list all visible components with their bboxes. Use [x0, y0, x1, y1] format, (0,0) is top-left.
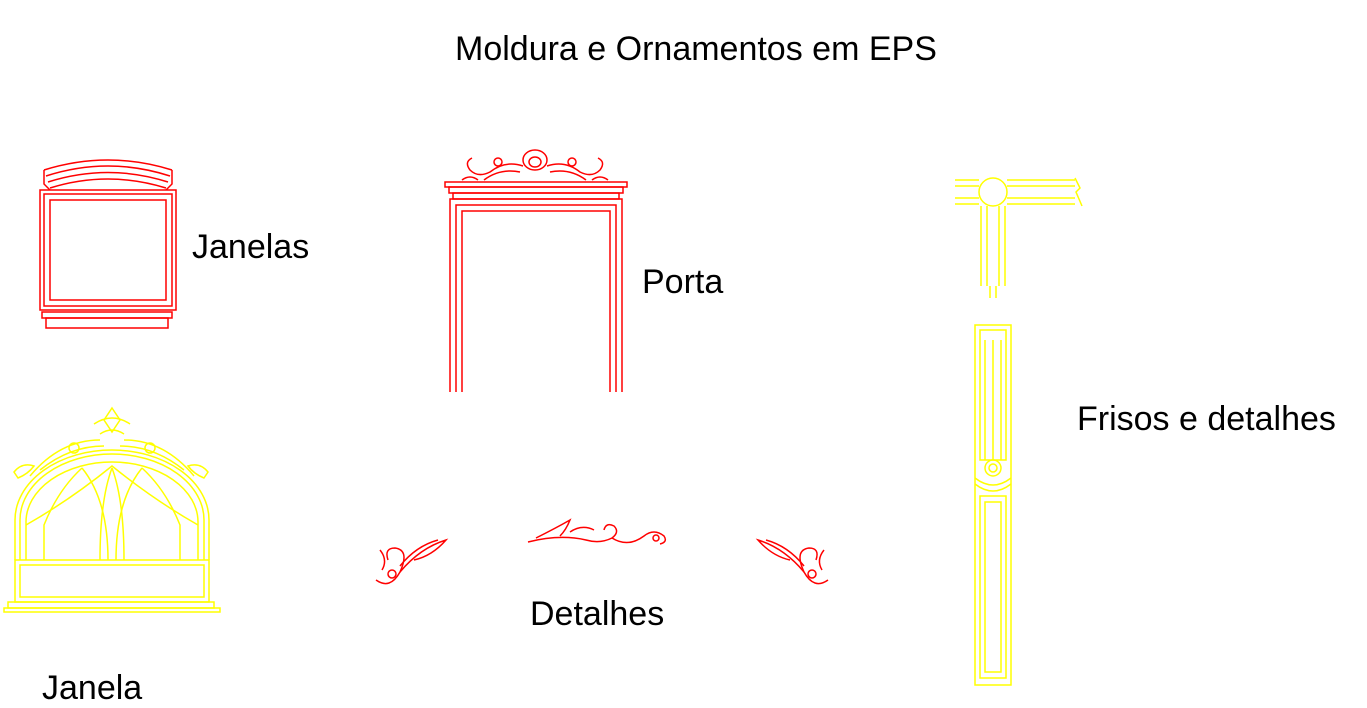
- door-frame-drawing: [444, 149, 628, 392]
- arched-window-drawing: [3, 406, 221, 613]
- window-frame-drawing: [39, 159, 177, 329]
- label-detalhes: Detalhes: [530, 595, 665, 633]
- page-title: Moldura e Ornamentos em EPS: [455, 30, 937, 68]
- scroll-ornament-left: [375, 538, 449, 585]
- label-frisos: Frisos e detalhes: [1077, 400, 1336, 438]
- scroll-ornament-right: [755, 538, 829, 585]
- label-janelas: Janelas: [192, 228, 310, 266]
- scroll-ornament-center: [527, 518, 667, 545]
- label-porta: Porta: [642, 263, 724, 301]
- frieze-pilaster-drawing: [974, 324, 1012, 686]
- frieze-corner-drawing: [955, 177, 1083, 298]
